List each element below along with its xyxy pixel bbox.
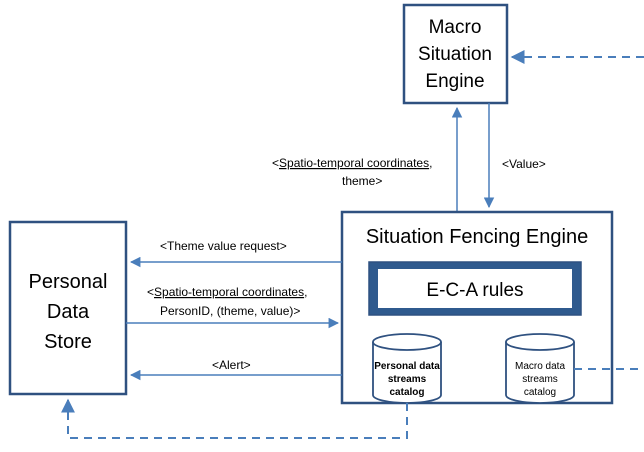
dashed-arrow-to-personal-store xyxy=(61,398,408,439)
personal-store-line-1: Personal xyxy=(29,271,108,293)
personal-catalog-line-3: catalog xyxy=(389,387,424,398)
macro-data-catalog-cylinder: Macro data streams catalog xyxy=(505,333,575,404)
fencing-engine-title: Situation Fencing Engine xyxy=(366,226,588,248)
personal-catalog-line-2: streams xyxy=(388,374,427,385)
macro-situation-engine-box: Macro Situation Engine xyxy=(402,3,509,105)
personal-catalog-line-1: Personal data xyxy=(374,361,440,372)
label-to-fencing-line-2: PersonID, (theme, value)> xyxy=(160,304,300,318)
macro-engine-line-1: Macro xyxy=(429,17,482,38)
label-to-macro-line-1: <Spatio-temporal coordinates, xyxy=(272,156,432,170)
personal-store-line-2: Data xyxy=(47,301,90,323)
eca-rules-box: E-C-A rules xyxy=(368,261,582,316)
label-theme-value-request: <Theme value request> xyxy=(160,239,287,253)
macro-engine-line-3: Engine xyxy=(425,71,484,92)
eca-rules-label: E-C-A rules xyxy=(426,280,523,301)
label-to-fencing-line-1: <Spatio-temporal coordinates, xyxy=(147,285,307,299)
macro-engine-line-2: Situation xyxy=(418,44,492,65)
label-value: <Value> xyxy=(502,157,546,171)
label-alert: <Alert> xyxy=(212,358,251,372)
personal-data-catalog-cylinder: Personal data streams catalog xyxy=(372,333,442,404)
macro-catalog-line-1: Macro data xyxy=(515,361,565,372)
personal-data-store-box: Personal Data Store xyxy=(8,220,128,396)
macro-catalog-line-3: catalog xyxy=(524,387,556,398)
label-to-macro-line-2: theme> xyxy=(342,174,382,188)
macro-catalog-line-2: streams xyxy=(522,374,558,385)
personal-store-line-3: Store xyxy=(44,331,92,353)
